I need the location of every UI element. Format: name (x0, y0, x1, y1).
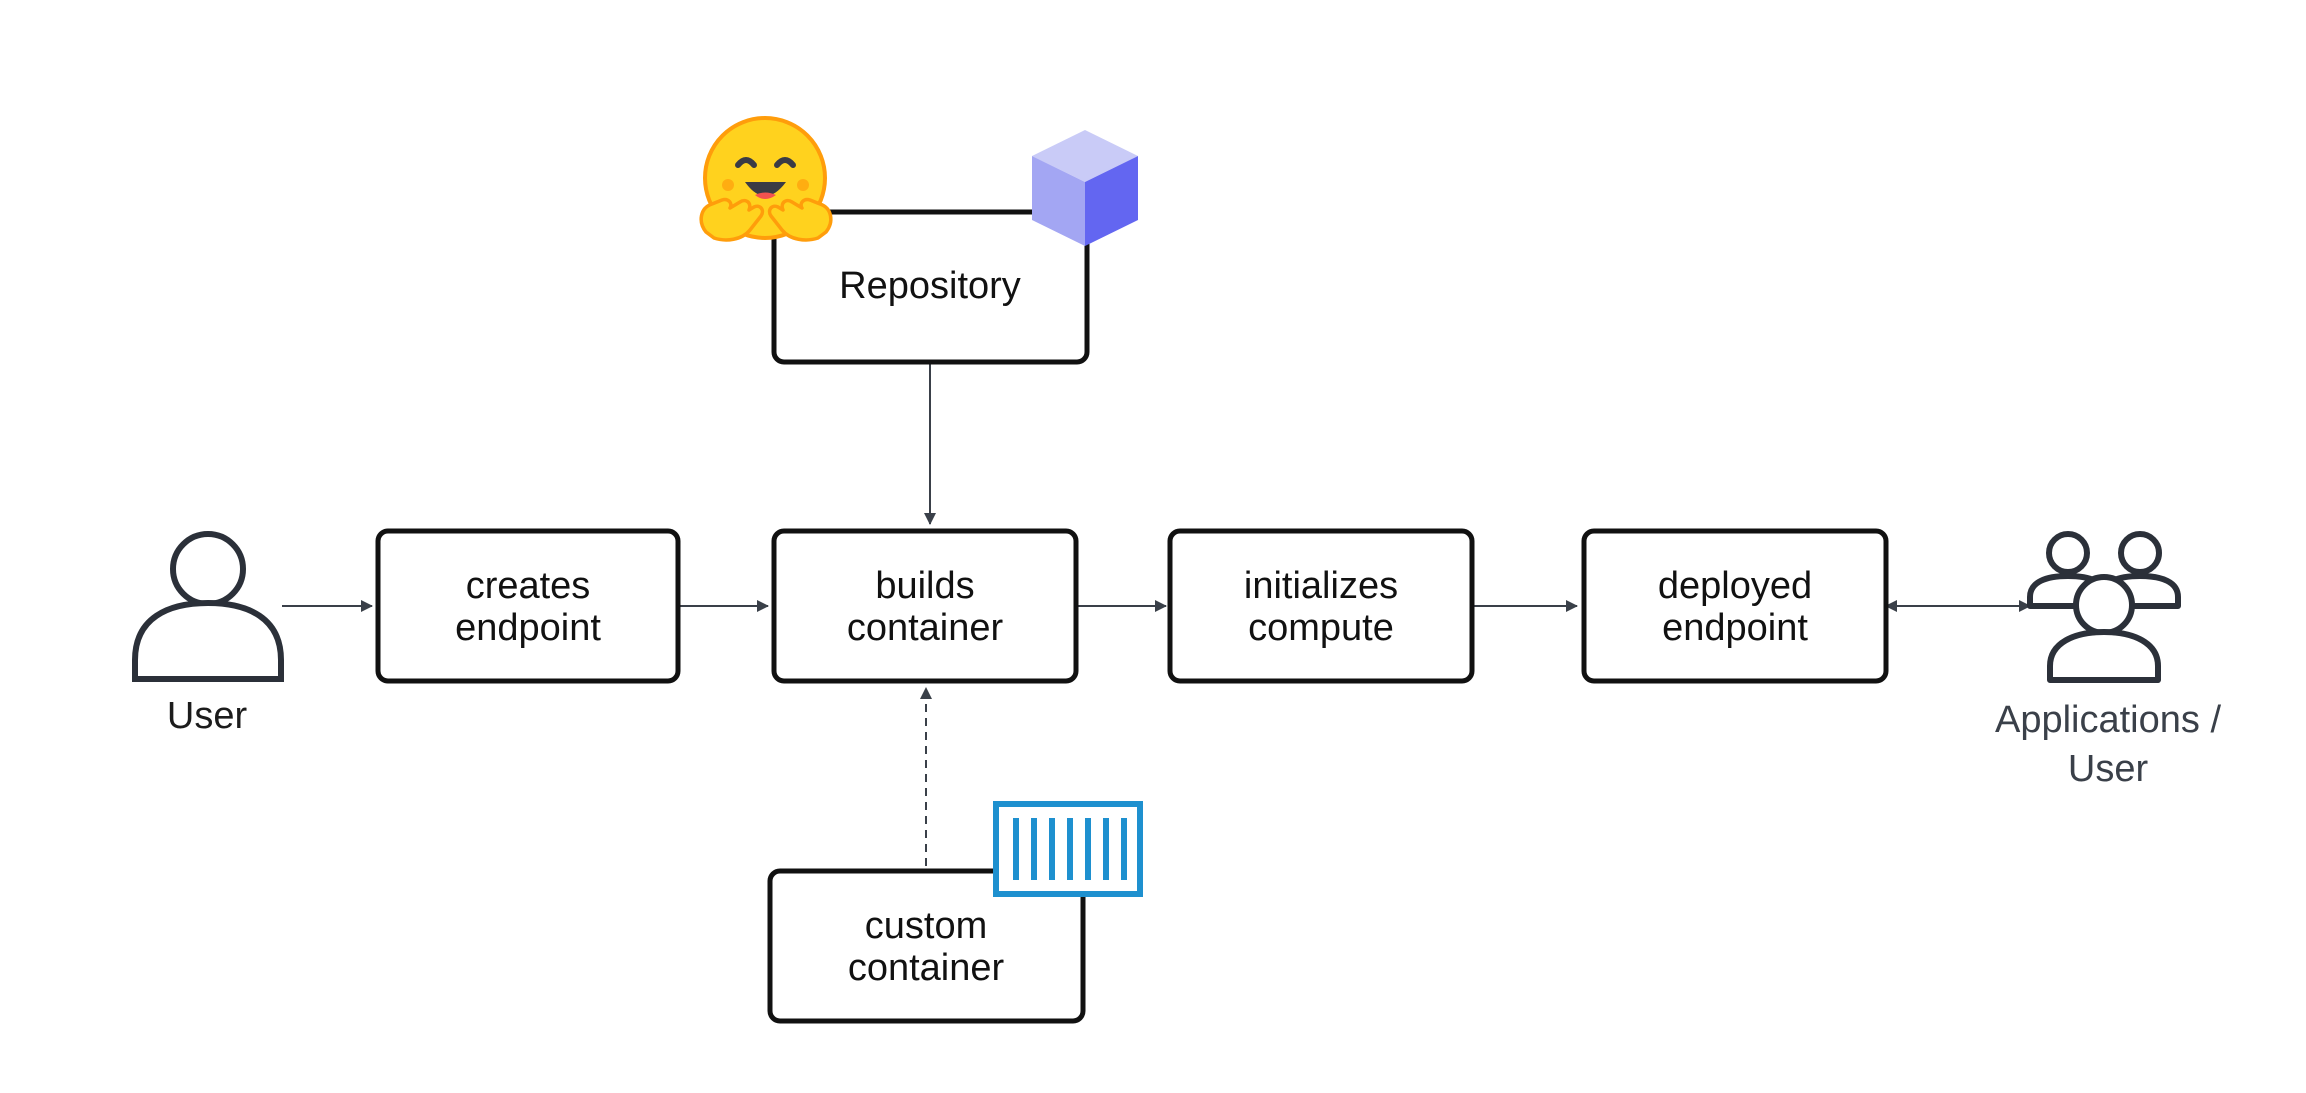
custom-container-label-line1: custom (865, 905, 987, 947)
node-repository: Repository (771, 209, 1090, 365)
node-initializes-compute: initializes compute (1167, 528, 1475, 684)
user-label: User (167, 695, 248, 737)
builds-container-label-line2: container (847, 607, 1004, 649)
users-group-icon (2027, 531, 2181, 683)
container-icon (993, 801, 1143, 897)
node-custom-container: custom container (767, 868, 1086, 1024)
initializes-compute-label-line2: compute (1248, 607, 1394, 649)
user-actor: User (132, 531, 284, 737)
creates-endpoint-label-line2: endpoint (455, 607, 601, 649)
hugging-face-emoji-icon (699, 116, 833, 242)
deployed-endpoint-label-line1: deployed (1658, 565, 1812, 607)
cube-icon (1032, 130, 1138, 246)
deployed-endpoint-label-line2: endpoint (1662, 607, 1808, 649)
applications-label-line1: Applications / (1995, 699, 2221, 741)
connectors (282, 364, 2031, 866)
initializes-compute-label-line1: initializes (1244, 565, 1398, 607)
node-deployed-endpoint: deployed endpoint (1581, 528, 1889, 684)
node-creates-endpoint: creates endpoint (375, 528, 681, 684)
creates-endpoint-label-line1: creates (466, 565, 591, 607)
applications-label-line2: User (2068, 748, 2149, 790)
user-icon (132, 531, 284, 682)
builds-container-label-line1: builds (875, 565, 974, 607)
repository-label: Repository (839, 265, 1021, 307)
node-builds-container: builds container (771, 528, 1079, 684)
custom-container-label-line2: container (848, 947, 1005, 989)
applications-actor: Applications / User (1995, 531, 2221, 790)
